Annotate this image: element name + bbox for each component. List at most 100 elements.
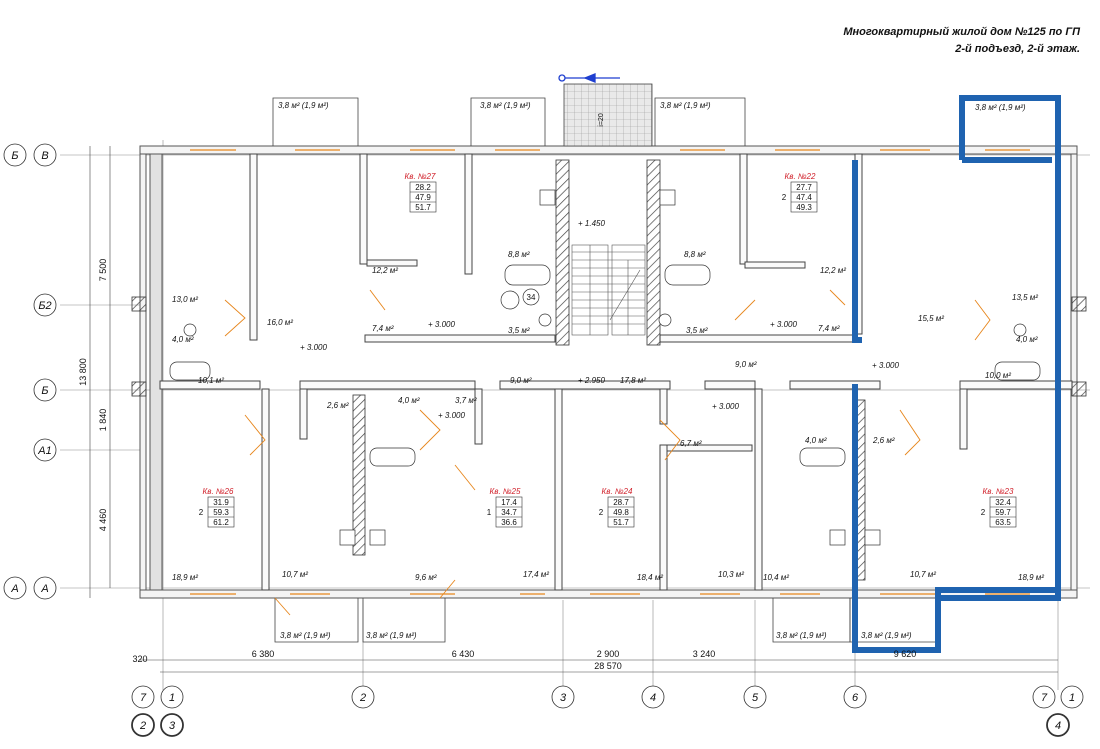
balcony-area: 3,8 м² (1,9 м²) xyxy=(660,101,711,110)
level-mark: + 1.450 xyxy=(578,219,605,228)
room-area: 10,7 м² xyxy=(910,570,936,579)
svg-text:47.4: 47.4 xyxy=(796,193,812,202)
room-area: 6,7 м² xyxy=(680,439,702,448)
svg-text:63.5: 63.5 xyxy=(995,518,1011,527)
svg-text:32.4: 32.4 xyxy=(995,498,1011,507)
upper-balconies xyxy=(272,83,1059,147)
room-area: 4,0 м² xyxy=(1016,335,1038,344)
svg-text:Кв. №23: Кв. №23 xyxy=(983,487,1014,496)
svg-text:2: 2 xyxy=(981,508,986,517)
room-area: 9,0 м² xyxy=(735,360,757,369)
col-sub-left-0: 2 xyxy=(139,720,146,732)
svg-text:47.9: 47.9 xyxy=(415,193,431,202)
row-axis-right-0: В xyxy=(41,150,48,162)
room-area-labels: 12,2 м² 12,2 м² 13,0 м² 13,5 м² 16,0 м² … xyxy=(172,250,1044,582)
interior-walls xyxy=(159,153,1073,591)
stair-number: 34 xyxy=(527,293,536,302)
col-axis-5: 5 xyxy=(752,692,759,704)
room-area: 8,8 м² xyxy=(684,250,706,259)
level-mark: + 3.000 xyxy=(300,343,327,352)
svg-text:59.7: 59.7 xyxy=(995,508,1011,517)
svg-text:2: 2 xyxy=(599,508,604,517)
dim-span-2: 2 900 xyxy=(597,649,620,659)
room-area: 17,4 м² xyxy=(523,570,549,579)
room-area: 4,0 м² xyxy=(805,436,827,445)
dim-total: 28 570 xyxy=(594,661,622,671)
column-axis-bubbles xyxy=(131,685,1084,737)
svg-text:27.7: 27.7 xyxy=(796,183,812,192)
balcony-area: 3,8 м² (1,9 м²) xyxy=(861,631,912,640)
level-mark: + 3.000 xyxy=(712,402,739,411)
dim-span-3: 3 240 xyxy=(693,649,716,659)
col-axis-6: 6 xyxy=(852,692,859,704)
svg-text:28.7: 28.7 xyxy=(613,498,629,507)
balcony-area-labels: 3,8 м² (1,9 м²) 3,8 м² (1,9 м²) 3,8 м² (… xyxy=(278,101,1026,640)
fixtures xyxy=(169,189,1041,546)
dim-left-offset: 320 xyxy=(132,654,147,664)
room-area: 16,0 м² xyxy=(267,318,293,327)
dim-span-1: 6 430 xyxy=(452,649,475,659)
balcony-area: 3,8 м² (1,9 м²) xyxy=(278,101,329,110)
col-axis-1: 1 xyxy=(169,692,175,704)
col-axis-2: 2 xyxy=(359,692,366,704)
svg-text:49.8: 49.8 xyxy=(613,508,629,517)
room-area: 15,5 м² xyxy=(918,314,944,323)
col-sub-left-1: 3 xyxy=(169,720,176,732)
level-mark: + 3.000 xyxy=(770,320,797,329)
svg-text:34.7: 34.7 xyxy=(501,508,517,517)
svg-text:49.3: 49.3 xyxy=(796,203,812,212)
room-area: 8,8 м² xyxy=(508,250,530,259)
balcony-area: 3,8 м² (1,9 м²) xyxy=(366,631,417,640)
svg-text:17.4: 17.4 xyxy=(501,498,517,507)
row-axis-right-1: Б2 xyxy=(38,300,51,312)
room-area: 7,4 м² xyxy=(372,324,394,333)
dim-a: 7 500 xyxy=(98,259,108,282)
room-area: 13,0 м² xyxy=(172,295,198,304)
svg-text:28.2: 28.2 xyxy=(415,183,431,192)
col-axis-8: 1 xyxy=(1069,692,1075,704)
room-area: 10,4 м² xyxy=(763,573,789,582)
staircase xyxy=(571,244,646,336)
dim-b: 1 840 xyxy=(98,409,108,432)
room-area: 10,1 м² xyxy=(198,376,224,385)
row-axis-bubbles xyxy=(3,143,57,600)
room-area: 2,6 м² xyxy=(872,436,895,445)
room-area: 18,9 м² xyxy=(1018,573,1044,582)
svg-text:Кв. №24: Кв. №24 xyxy=(602,487,633,496)
room-area: 18,4 м² xyxy=(637,573,663,582)
dim-c: 4 460 xyxy=(98,509,108,532)
level-mark: + 3.000 xyxy=(428,320,455,329)
row-axis-right-2: Б xyxy=(41,385,48,397)
apartment-tag-24: Кв. №24 2 28.7 49.8 51.7 xyxy=(599,487,635,528)
dim-outer: 13 800 xyxy=(78,358,88,386)
svg-text:Кв. №25: Кв. №25 xyxy=(490,487,521,496)
room-area: 4,0 м² xyxy=(172,335,194,344)
balcony-area: 3,8 м² (1,9 м²) xyxy=(480,101,531,110)
svg-text:36.6: 36.6 xyxy=(501,518,517,527)
direction-arrow xyxy=(558,73,620,83)
svg-text:Кв. №26: Кв. №26 xyxy=(203,487,234,496)
apartment-tag-23: Кв. №23 2 32.4 59.7 63.5 xyxy=(981,487,1017,528)
svg-text:2: 2 xyxy=(199,508,204,517)
col-axis-7: 7 xyxy=(1041,692,1048,704)
door-swings xyxy=(224,289,991,616)
col-axis-0: 7 xyxy=(140,692,147,704)
drawing-title-line-2: 2-й подъезд, 2-й этаж. xyxy=(955,43,1080,55)
room-area: 12,2 м² xyxy=(820,266,846,275)
room-area: 3,7 м² xyxy=(455,396,477,405)
apartment-tag-27: Кв. №27 28.2 47.9 51.7 xyxy=(405,172,437,213)
row-axis-left-4: А xyxy=(10,583,18,595)
svg-text:31.9: 31.9 xyxy=(213,498,229,507)
room-area: 10,3 м² xyxy=(718,570,744,579)
balcony-area: 3,8 м² (1,9 м²) xyxy=(975,103,1026,112)
svg-text:Кв. №27: Кв. №27 xyxy=(405,172,436,181)
highlight-outline xyxy=(852,95,1061,653)
col-axis-4: 4 xyxy=(650,692,656,704)
apartment-tag-22: Кв. №22 2 27.7 47.4 49.3 xyxy=(782,172,818,213)
dim-span-0: 6 380 xyxy=(252,649,275,659)
balcony-area: 3,8 м² (1,9 м²) xyxy=(280,631,331,640)
room-area: 10,7 м² xyxy=(282,570,308,579)
room-area: 2,6 м² xyxy=(326,401,349,410)
level-mark: + 2.950 xyxy=(578,376,605,385)
